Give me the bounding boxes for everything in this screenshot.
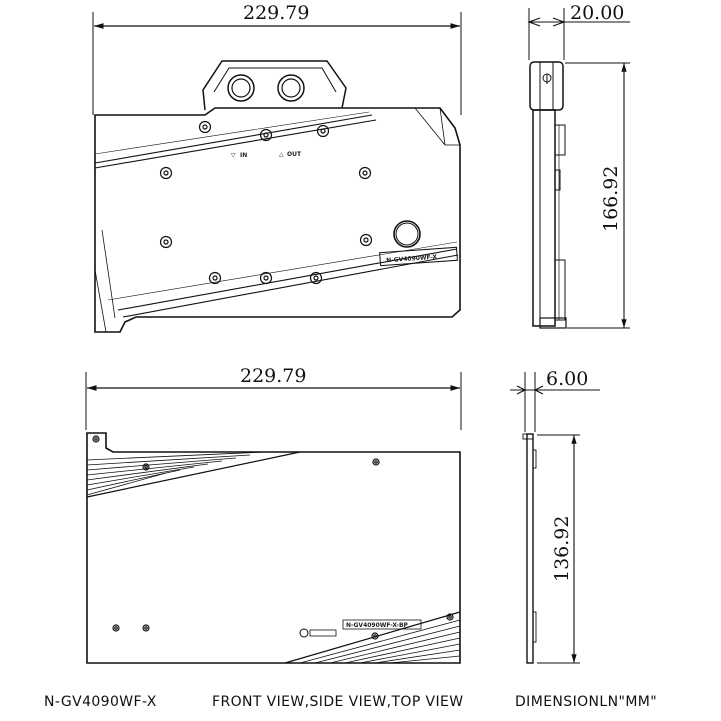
footer-model-code: N-GV4090WF-X — [44, 694, 157, 710]
brand-logo-mark — [299, 628, 309, 638]
in-port-label: IN — [240, 152, 247, 159]
backplate-nameplate — [342, 619, 422, 630]
waterblock-side-view — [527, 8, 630, 329]
fill-port-plug — [393, 220, 421, 248]
footer-units-note: DIMENSIONLN"MM" — [515, 694, 658, 710]
backplate-width-dim: 229.79 — [240, 365, 306, 387]
waterblock-plate — [94, 107, 461, 333]
waterblock-front-view — [92, 12, 462, 333]
waterblock-width-dim: 229.79 — [243, 2, 309, 24]
outlet-port — [277, 74, 305, 102]
inlet-port — [227, 74, 255, 102]
waterblock-height-dim: 166.92 — [600, 166, 622, 232]
waterblock-model-label: N-GV4090WF-X — [386, 254, 438, 265]
footer-view-list: FRONT VIEW,SIDE VIEW,TOP VIEW — [212, 694, 464, 710]
backplate-thickness-dim: 6.00 — [546, 368, 588, 390]
backplate-front-view — [85, 372, 462, 664]
backplate-plate — [86, 432, 461, 664]
terminal-bridge — [202, 60, 347, 111]
backplate-height-dim: 136.92 — [551, 516, 573, 582]
backplate-model-label: N-GV4090WF-X-BP — [346, 622, 409, 629]
backplate-side-view — [510, 372, 600, 664]
waterblock-thickness-dim: 20.00 — [570, 2, 624, 24]
svg-text:▽: ▽ — [231, 152, 236, 159]
waterblock-nameplate — [379, 246, 458, 267]
out-port-label: OUT — [287, 151, 302, 158]
svg-text:△: △ — [279, 151, 284, 158]
